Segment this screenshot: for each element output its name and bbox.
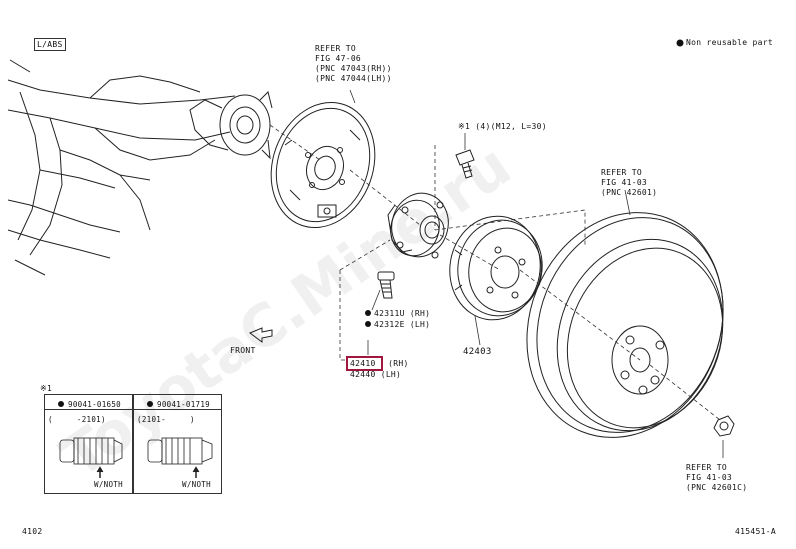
callout-wheel-line3: (PNC 42601) <box>601 188 658 197</box>
callout-leaders <box>349 89 724 458</box>
callout-backing-plate-line2: FIG 47-06 <box>315 54 362 63</box>
front-label: FRONT <box>230 346 256 355</box>
part-42440[interactable]: 42440 (LH) <box>350 370 402 379</box>
axle-beam <box>7 59 273 276</box>
bolt-table-illustrations <box>59 437 213 478</box>
callout-backing-plate-line3: (PNC 47043(RH)) <box>315 64 392 73</box>
legend-non-reusable: Non reusable part <box>686 38 773 47</box>
brake-drum <box>449 215 543 321</box>
bolt-table-divider <box>132 394 134 494</box>
callout-backing-plate-line4: (PNC 47044(LH)) <box>315 74 392 83</box>
callout-wheel-nut-line2: FIG 41-03 <box>686 473 733 482</box>
footer-left-code: 4102 <box>22 527 43 536</box>
bolt-table-title: ※1 <box>40 384 53 393</box>
bullet-col1-icon <box>58 401 64 407</box>
backing-plate <box>270 101 376 229</box>
variant-tag: L/ABS <box>34 38 66 51</box>
front-arrow-icon <box>249 327 273 343</box>
bolt-table-col2-note: W/NOTH <box>182 480 211 489</box>
flange-bolt <box>455 149 475 179</box>
bolt-table-col1-note: W/NOTH <box>94 480 123 489</box>
leader-lines <box>269 124 721 421</box>
callout-bolt-note: ※1 (4)(M12, L=30) <box>458 122 547 131</box>
bullet-42311u-icon <box>365 310 371 316</box>
bolt-table-col2-range: (2101- ) <box>137 415 195 424</box>
wheel-nut <box>713 415 735 437</box>
highlight-box-42410 <box>346 356 383 371</box>
callout-wheel-nut-line1: REFER TO <box>686 463 727 472</box>
callout-wheel-line2: FIG 41-03 <box>601 178 648 187</box>
bullet-42312e-icon <box>365 321 371 327</box>
non-reusable-bullet-icon <box>676 39 684 47</box>
part-42312e[interactable]: 42312E (LH) <box>374 320 431 329</box>
bolt-table-col1-part[interactable]: 90041-01650 <box>68 400 121 409</box>
part-42410-suffix: (RH) <box>383 359 409 368</box>
part-42403[interactable]: 42403 <box>463 347 492 357</box>
callout-wheel-line1: REFER TO <box>601 168 642 177</box>
part-42311u[interactable]: 42311U (RH) <box>374 309 431 318</box>
bolt-table-col2-part[interactable]: 90041-01719 <box>157 400 210 409</box>
footer-right-code: 415451-A <box>735 527 776 536</box>
callout-wheel-nut-line3: (PNC 42601C) <box>686 483 748 492</box>
bolt-table-col1-range: ( -2101) <box>48 415 106 424</box>
wheel-rim <box>526 212 724 438</box>
hub-bearing <box>387 192 449 259</box>
part-42410[interactable]: 42410 <box>350 359 376 368</box>
callout-backing-plate-line1: REFER TO <box>315 44 356 53</box>
bullet-col2-icon <box>147 401 153 407</box>
hub-bolt <box>377 271 395 299</box>
